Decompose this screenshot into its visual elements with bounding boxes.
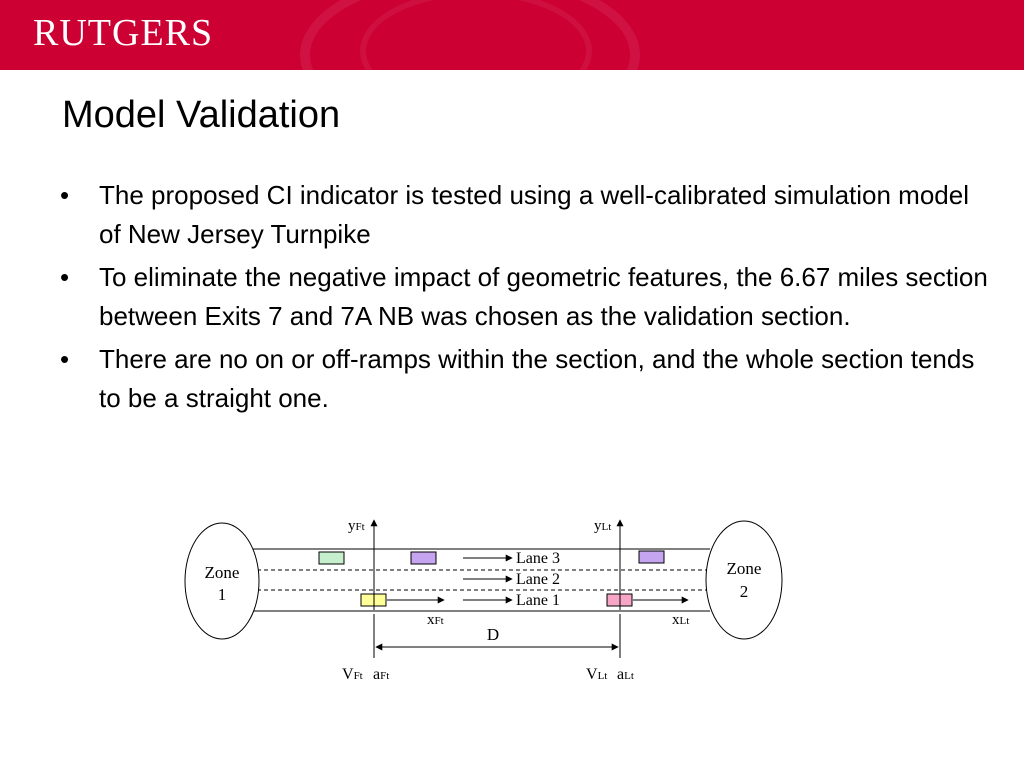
bullet-dot: • [60, 180, 70, 210]
follower-velocity-label: VFt [342, 666, 363, 683]
bullet-item: • To eliminate the negative impact of ge… [60, 258, 990, 336]
zone-1-label: Zone [205, 563, 240, 582]
header-bar: RUTGERS [0, 0, 1024, 70]
bullet-text: To eliminate the negative impact of geom… [99, 262, 988, 331]
bullet-text: The proposed CI indicator is tested usin… [99, 180, 969, 249]
bullet-item: • There are no on or off-ramps within th… [60, 340, 990, 418]
distance-label: D [487, 625, 499, 644]
leader-velocity-label: VLt [586, 666, 607, 683]
lane-2-label: Lane 2 [516, 571, 560, 588]
vehicle-green [318, 551, 345, 565]
bullet-dot: • [60, 344, 70, 374]
leader-accel-label: aLt [617, 666, 634, 683]
bullet-text: There are no on or off-ramps within the … [99, 344, 975, 413]
lane-1-label: Lane 1 [516, 592, 560, 609]
car-following-diagram: Zone 1 Zone 2 Lane 3 Lane 2 Lane 1 yFt x… [184, 518, 783, 683]
seal-watermark [300, 0, 640, 70]
zone-2-ellipse [705, 520, 783, 640]
leader-y-label: yLt [594, 518, 611, 534]
follower-y-label: yFt [348, 518, 365, 534]
lane-3-label: Lane 3 [516, 550, 560, 567]
bullet-item: • The proposed CI indicator is tested us… [60, 176, 990, 254]
slide-title: Model Validation [62, 94, 341, 136]
zone-2-number: 2 [740, 582, 749, 601]
rutgers-logo: RUTGERS [33, 12, 214, 54]
vehicle-purple [638, 550, 665, 564]
zone-1-number: 1 [218, 585, 227, 604]
bullet-list: • The proposed CI indicator is tested us… [60, 176, 990, 422]
zone-1-ellipse [184, 522, 260, 640]
leader-x-label: xLt [672, 612, 689, 628]
seal-watermark-inner [360, 0, 592, 70]
bullet-dot: • [60, 262, 70, 292]
vehicle-purple [410, 551, 437, 565]
follower-accel-label: aFt [373, 666, 389, 683]
follower-x-label: xFt [427, 612, 444, 628]
zone-2-label: Zone [727, 559, 762, 578]
